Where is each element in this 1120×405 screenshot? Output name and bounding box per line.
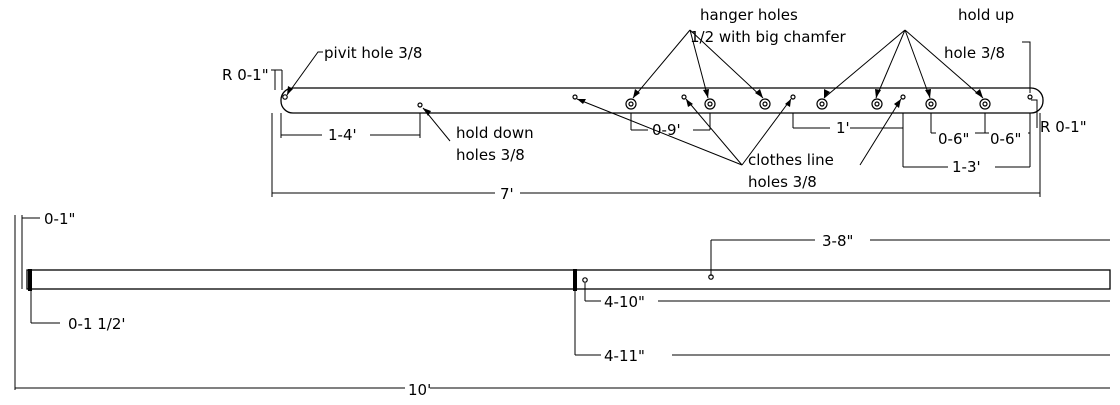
hanger-holes-label-line2: 1/2 with big chamfer	[690, 28, 847, 46]
radius-left-leader	[271, 69, 283, 90]
dim-410-text: 4-10"	[604, 293, 645, 311]
dim-1-text: 1'	[836, 119, 850, 137]
dim-side-offset-line	[30, 291, 60, 324]
radius-right-label: R 0-1"	[1040, 118, 1087, 136]
dim-side-offset-text: 0-1 1/2'	[68, 315, 126, 333]
clothes-line-hole	[572, 94, 578, 100]
hanger-arrowheads	[633, 89, 983, 98]
clothes-line-label-line1: clothes line	[748, 151, 834, 169]
radius-left-label: R 0-1"	[222, 66, 269, 84]
dim-hold-down-line	[280, 113, 421, 138]
bottom-board-outline	[26, 269, 1111, 290]
hold-down-hole	[417, 102, 423, 108]
hanger-holes-label-line1: hanger holes	[700, 6, 798, 24]
dim-09-text: 0-9'	[652, 121, 681, 139]
clothes-line-hole	[790, 94, 796, 100]
dim-top-offset-text: 0-1"	[44, 210, 75, 228]
dim-06a-line	[930, 113, 986, 134]
hanger-hole	[925, 98, 937, 110]
pivot-arrowhead	[287, 86, 293, 95]
hanger-hole	[704, 98, 716, 110]
top-board-outline	[280, 87, 1044, 114]
bottom-view: 0-1" 0-1 1/2' 3-8" 4-10" 4-11" 10'	[14, 210, 1111, 399]
hold-down-arrowhead	[423, 108, 431, 116]
dim-overall-7-text: 7'	[500, 185, 514, 203]
hold-down-label-line1: hold down	[456, 124, 534, 142]
clothes-arrowheads	[577, 99, 901, 108]
hanger-hole	[625, 98, 637, 110]
hold-up-hole	[1027, 94, 1033, 100]
dim-06b-text: 0-6"	[990, 130, 1021, 148]
clothes-line-leaders	[576, 98, 902, 166]
hanger-hole	[979, 98, 991, 110]
top-view: R 0-1" pivit hole 3/8 hanger holes 1/2 w…	[222, 6, 1087, 203]
dim-38-line	[710, 239, 1110, 276]
dim-overall-10-line	[14, 289, 1110, 390]
hanger-holes-leaders	[632, 29, 984, 99]
dim-410-line	[584, 283, 1110, 302]
bottom-hole-left	[582, 277, 588, 283]
dim-13-line	[902, 128, 1031, 168]
hanger-hole	[816, 98, 828, 110]
dim-overall-10-text: 10'	[408, 381, 431, 399]
dim-38-text: 3-8"	[822, 232, 853, 250]
dim-hold-down-text: 1-4'	[328, 126, 357, 144]
pivot-hole	[282, 94, 288, 100]
dim-overall-7-line	[271, 113, 1041, 197]
pivot-leader	[286, 51, 323, 96]
clothes-line-label-line2: holes 3/8	[748, 173, 817, 191]
hold-up-label-line1: hold up	[958, 6, 1014, 24]
dim-06a-text: 0-6"	[938, 130, 969, 148]
hanger-hole	[871, 98, 883, 110]
radius-right-leader	[1031, 99, 1038, 128]
dim-411-line	[574, 291, 1110, 356]
hold-up-leader	[1022, 41, 1031, 93]
pivot-hole-label: pivit hole 3/8	[324, 44, 422, 62]
dim-1-line	[792, 113, 904, 129]
hold-down-label-line2: holes 3/8	[456, 146, 525, 164]
dim-top-offset-line	[14, 215, 40, 289]
clothes-line-hole	[681, 94, 687, 100]
hold-up-label-line2: hole 3/8	[944, 44, 1005, 62]
hanger-hole	[759, 98, 771, 110]
dim-411-text: 4-11"	[604, 347, 645, 365]
dim-09-line	[630, 113, 711, 131]
dim-13-text: 1-3'	[952, 158, 981, 176]
clothes-line-hole	[900, 94, 906, 100]
